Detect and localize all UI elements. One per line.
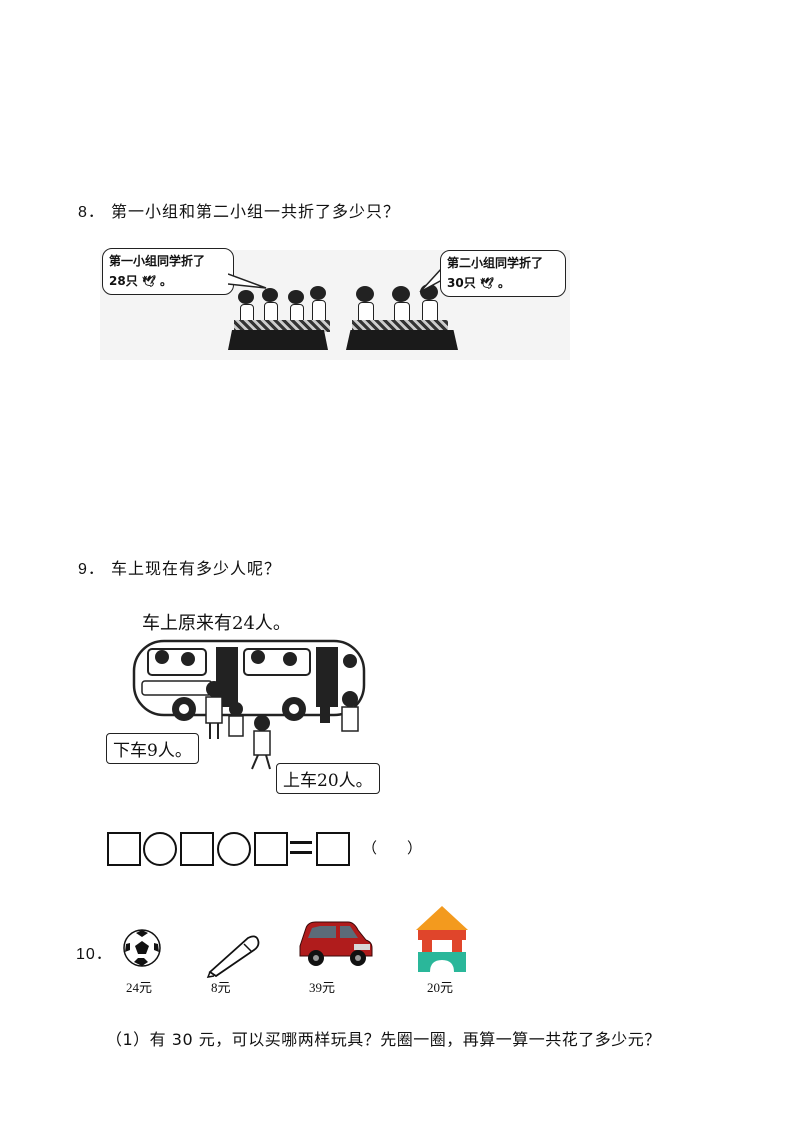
bus-scene: 车上原来有24人。 下车9人。 上车20人。	[104, 605, 384, 797]
paper-cranes-pile	[352, 320, 448, 332]
price-pen: 8元	[211, 980, 231, 995]
price-toy-car: 39元	[309, 980, 336, 995]
bubble-group-2-line1: 第二小组同学折了	[447, 256, 544, 270]
passengers-illustration	[205, 681, 359, 770]
speech-bubble-group-2: 第二小组同学折了 30只 🕊 。	[440, 250, 566, 297]
price-building-blocks: 20元	[427, 980, 454, 995]
bubble-tail-right	[419, 267, 443, 293]
question-10-number: 10．	[76, 946, 113, 963]
speech-bubble-get-off: 下车9人。	[106, 733, 199, 764]
answer-box-2[interactable]	[180, 832, 214, 866]
question-9: 9． 车上现在有多少人呢？	[78, 555, 281, 579]
table-left	[228, 330, 328, 350]
building-blocks-icon	[416, 906, 468, 972]
origami-scene: 第一小组同学折了 28只 🕊 。 第二小组同学折了 30只 🕊 。	[100, 240, 570, 360]
answer-box-3[interactable]	[254, 832, 288, 866]
paper-cranes-pile	[234, 320, 330, 332]
bubble-group-2-line2: 30只	[447, 276, 476, 290]
table-right	[346, 330, 458, 350]
pen-icon	[206, 935, 260, 978]
speech-bubble-get-on: 上车20人。	[276, 763, 380, 794]
bus-caption: 车上原来有24人。	[142, 613, 291, 634]
toy-car-icon	[299, 921, 373, 966]
child-figure	[262, 288, 278, 302]
child-figure	[356, 286, 374, 302]
child-figure	[288, 290, 304, 304]
bubble-group-1-line1: 第一小组同学折了	[109, 254, 206, 268]
question-10-part-1: （1）有 30 元，可以买哪两样玩具？先圈一圈，再算一算一共花了多少元？	[106, 1030, 661, 1049]
child-figure	[238, 290, 254, 304]
answer-box-1[interactable]	[107, 832, 141, 866]
question-8-number: 8．	[78, 204, 105, 221]
answer-box-result[interactable]	[316, 832, 350, 866]
price-soccer-ball: 24元	[126, 980, 153, 995]
question-9-number: 9．	[78, 561, 105, 578]
bus-illustration	[132, 639, 366, 721]
equals-sign	[290, 841, 312, 844]
question-9-text: 车上现在有多少人呢？	[111, 559, 282, 578]
speech-bubble-group-1: 第一小组同学折了 28只 🕊 。	[102, 248, 234, 295]
question-8-text: 第一小组和第二小组一共折了多少只？	[111, 202, 401, 221]
child-figure	[310, 286, 326, 300]
bubble-group-1-line2: 28只	[109, 274, 138, 288]
answer-unit-blank[interactable]: （ ）	[362, 839, 423, 857]
operator-circle-1[interactable]	[143, 832, 177, 866]
bubble-tail-left	[228, 273, 267, 289]
paper-crane-icon: 🕊	[479, 277, 494, 290]
operator-circle-2[interactable]	[217, 832, 251, 866]
paper-crane-icon: 🕊	[141, 275, 156, 288]
question-8: 8． 第一小组和第二小组一共折了多少只？	[78, 198, 400, 222]
soccer-ball-icon	[123, 929, 161, 967]
child-figure	[392, 286, 410, 302]
